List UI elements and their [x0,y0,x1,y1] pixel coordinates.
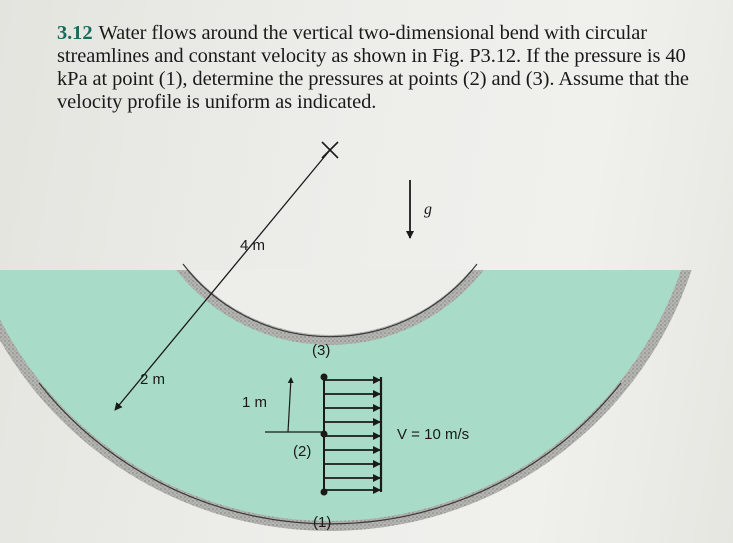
point-2-label: (2) [293,443,311,460]
radius-outer-label: 4 m [240,237,265,254]
point-3-dot [320,373,328,381]
velocity-profile [324,376,383,494]
velocity-label: V = 10 m/s [397,426,469,443]
inner-void [189,270,471,335]
point-1-label: (1) [313,514,331,531]
point-3-label: (3) [312,342,330,359]
problem-number: 3.12 [57,22,93,44]
width-dim-line [287,377,294,433]
gravity-label: g [424,201,432,218]
width-label: 1 m [242,394,267,411]
water-region [0,270,681,521]
radius-line [114,149,331,411]
problem-statement: Water flows around the vertical two-dime… [57,22,689,113]
radius-inner-label: 2 m [140,371,165,388]
